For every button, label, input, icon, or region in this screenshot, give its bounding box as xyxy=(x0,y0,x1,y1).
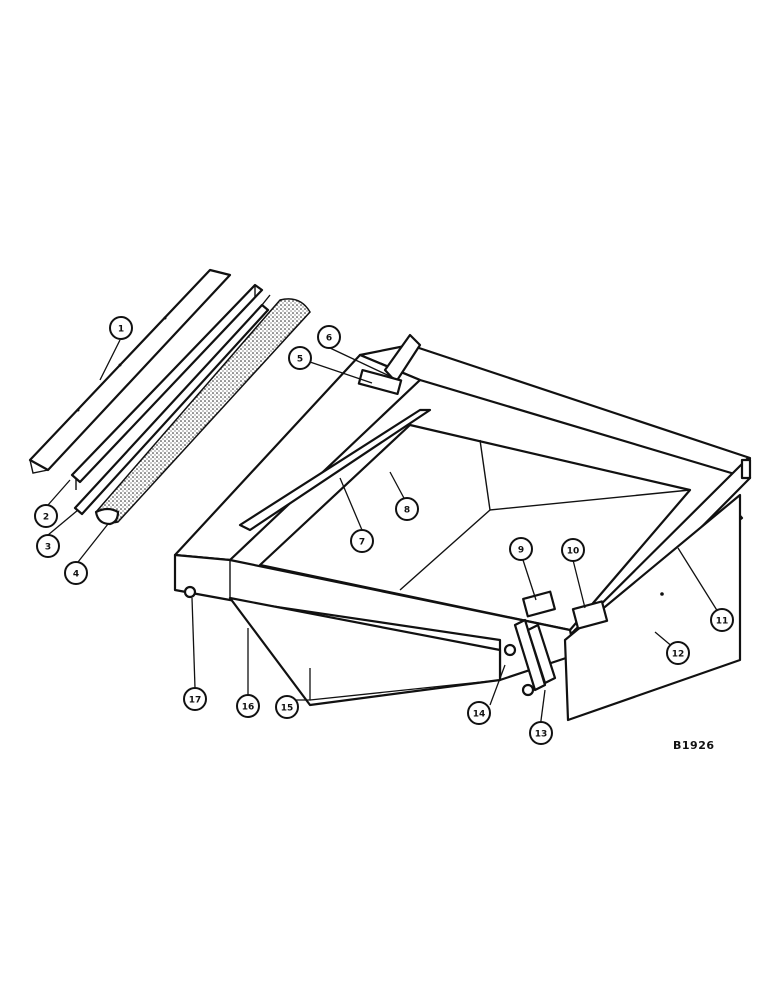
callout-3: 3 xyxy=(36,534,60,558)
svg-text:8: 8 xyxy=(404,506,410,516)
svg-text:5: 5 xyxy=(297,355,303,365)
callout-14: 14 xyxy=(467,701,491,725)
callout-11: 11 xyxy=(710,608,734,632)
callout-8: 8 xyxy=(395,497,419,521)
callout-6: 6 xyxy=(317,325,341,349)
callout-17: 17 xyxy=(183,687,207,711)
svg-text:10: 10 xyxy=(567,547,580,557)
svg-text:4: 4 xyxy=(73,570,79,580)
callout-5: 5 xyxy=(288,346,312,370)
svg-text:17: 17 xyxy=(189,696,202,706)
callout-10: 10 xyxy=(561,538,585,562)
figure-code: B1926 xyxy=(673,739,715,752)
main-frame xyxy=(173,333,752,722)
callout-4: 4 xyxy=(64,561,88,585)
callout-13: 13 xyxy=(529,721,553,745)
callout-7: 7 xyxy=(350,529,374,553)
callout-15: 15 xyxy=(275,695,299,719)
svg-text:6: 6 xyxy=(326,334,332,344)
svg-text:11: 11 xyxy=(716,617,729,627)
svg-text:15: 15 xyxy=(281,704,294,714)
part-2-angle-strip xyxy=(70,283,264,490)
svg-text:13: 13 xyxy=(535,730,548,740)
callout-16: 16 xyxy=(236,694,260,718)
callout-1: 1 xyxy=(109,316,133,340)
part-1-cover-strip xyxy=(28,268,232,474)
part-3-angle-strip xyxy=(73,294,271,516)
svg-text:16: 16 xyxy=(242,703,255,713)
svg-text:2: 2 xyxy=(43,513,49,523)
callout-12: 12 xyxy=(666,641,690,665)
svg-text:14: 14 xyxy=(473,710,486,720)
svg-text:1: 1 xyxy=(118,325,124,335)
svg-text:7: 7 xyxy=(359,538,365,548)
svg-text:3: 3 xyxy=(45,543,51,553)
callout-2: 2 xyxy=(34,504,58,528)
svg-text:9: 9 xyxy=(518,546,524,556)
part-4-shaded-cover xyxy=(94,298,311,526)
callout-9: 9 xyxy=(509,537,533,561)
svg-text:12: 12 xyxy=(672,650,685,660)
